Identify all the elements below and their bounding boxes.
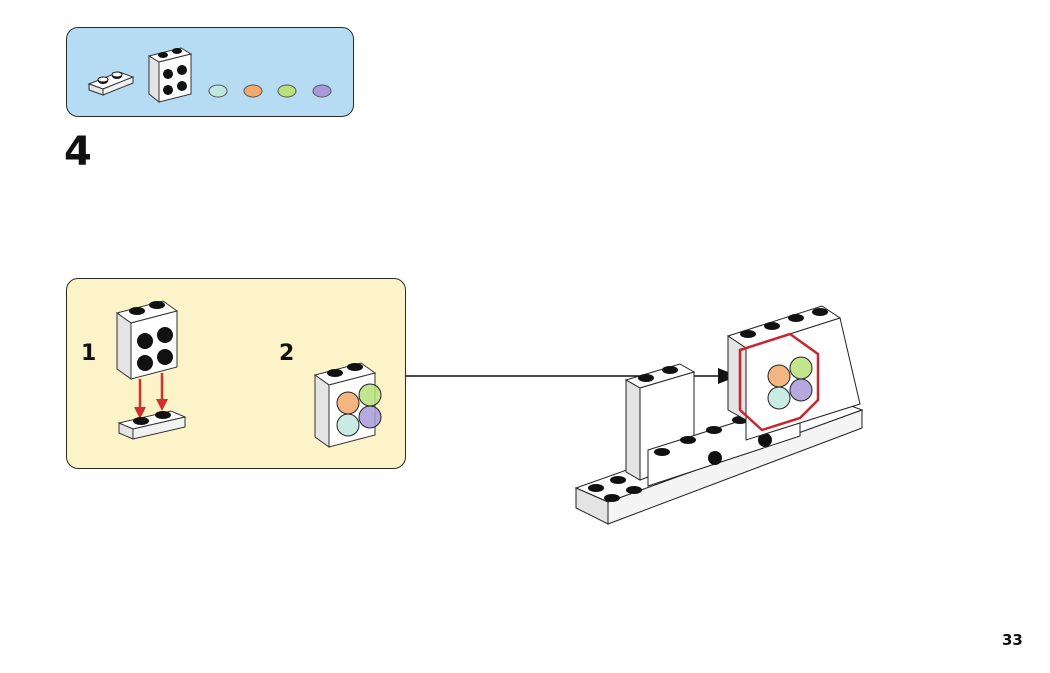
parts-list-illustration [87, 47, 332, 104]
round-tile-lavender-icon [312, 84, 332, 98]
substep-box: 1 2 [66, 278, 406, 469]
red-down-arrow-icon [134, 379, 146, 419]
substep-illustration [115, 300, 382, 448]
substep-label-1: 1 [81, 341, 97, 366]
brick-with-round-tiles-icon [313, 362, 382, 448]
plate-1x2-icon [87, 71, 135, 96]
brick-studs-on-side-icon [115, 300, 179, 380]
red-down-arrow-icon [156, 373, 168, 411]
round-tile-orange-icon [243, 84, 263, 98]
round-tile-teal-icon [208, 84, 228, 98]
round-tile-lime-icon [277, 84, 297, 98]
parts-list-box [66, 27, 354, 117]
substep-label-2: 2 [279, 341, 295, 366]
plate-1x2-icon [117, 410, 187, 440]
step-number: 4 [64, 129, 92, 175]
page-number: 33 [1002, 631, 1023, 649]
brick-studs-on-side-icon [147, 47, 193, 104]
highlighted-new-part [738, 332, 820, 432]
model-front-studs [588, 476, 642, 502]
